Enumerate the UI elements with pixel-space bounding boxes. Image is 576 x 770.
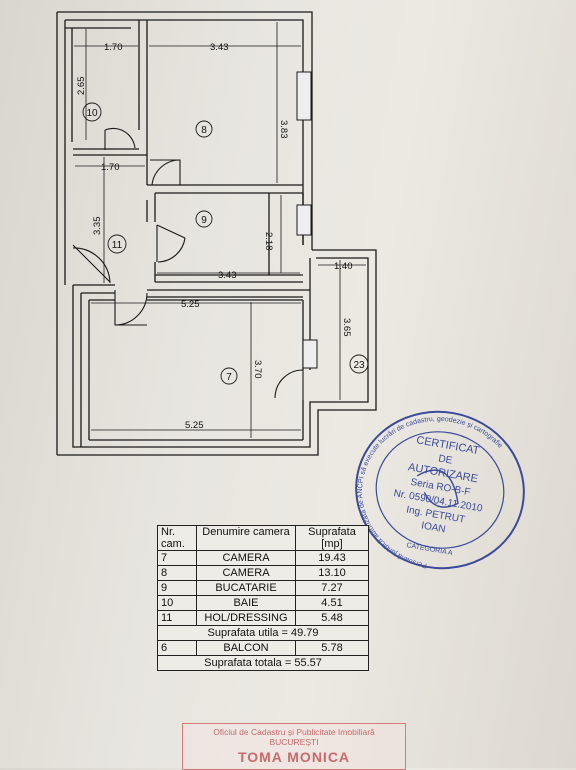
dimension-lines — [74, 22, 366, 438]
useful-area-row: Suprafata utila = 49.79 — [157, 625, 369, 641]
cell-name: CAMERA — [196, 550, 296, 566]
dim-label: 3.35 — [92, 217, 103, 236]
windows — [296, 71, 318, 369]
header-area: Suprafata [mp] — [295, 525, 369, 551]
cell-name: BALCON — [196, 640, 296, 656]
cell-name: HOL/DRESSING — [196, 610, 296, 626]
header-nr: Nr. cam. — [157, 525, 197, 551]
cell-area: 5.78 — [295, 640, 369, 656]
dim-label: 3.70 — [252, 360, 263, 379]
dim-label: 2.18 — [263, 232, 274, 251]
dimension-labels: 1.70 3.43 2.65 3.83 1.70 3.35 2.18 3.43 … — [76, 42, 353, 431]
stamp-category: CATEGORIA A — [406, 542, 453, 557]
cell-nr: 7 — [157, 550, 197, 566]
room-label-11: 11 — [112, 240, 123, 251]
cell-name: CAMERA — [196, 565, 296, 581]
signature-icon — [416, 469, 459, 508]
cell-area: 7.27 — [295, 580, 369, 596]
header-name: Denumire camera — [196, 525, 296, 551]
authorization-stamp: Persoană juridică autorizată de ANCPI să… — [345, 403, 525, 578]
cadastre-stamp-line2: BUCUREȘTI — [269, 737, 319, 747]
table-header: Nr. cam. Denumire camera Suprafata [mp] — [157, 525, 369, 551]
dim-label: 3.43 — [218, 270, 237, 281]
dim-label: 2.65 — [76, 77, 87, 96]
room-label-9: 9 — [201, 215, 207, 226]
cell-nr: 6 — [157, 640, 197, 656]
cadastre-stamp-name: TOMA MONICA — [237, 749, 351, 765]
cadastre-stamp-line1: Oficiul de Cadastru și Publicitate Imobi… — [213, 727, 375, 737]
stamp-line: CERTIFICAT — [415, 434, 480, 457]
table-row: 11 HOL/DRESSING 5.48 — [157, 610, 369, 626]
room-label-7: 7 — [226, 372, 232, 383]
cell-nr: 8 — [157, 565, 197, 581]
dim-label: 5.25 — [181, 299, 200, 310]
dim-label: 1.40 — [334, 261, 353, 272]
walls — [56, 11, 377, 456]
cadastre-stamp: Oficiul de Cadastru și Publicitate Imobi… — [182, 723, 406, 770]
cell-area: 5.48 — [295, 610, 369, 626]
table-row: 7 CAMERA 19.43 — [157, 550, 369, 566]
cell-area: 19.43 — [295, 550, 369, 566]
doors — [72, 127, 304, 400]
dim-label: 1.70 — [101, 162, 120, 173]
useful-area: Suprafata utila = 49.79 — [157, 625, 369, 641]
table-row: 10 BAIE 4.51 — [157, 595, 369, 611]
room-circles — [82, 102, 369, 385]
stamp-line: IOAN — [420, 520, 446, 535]
total-area: Suprafata totala = 55.57 — [157, 655, 369, 671]
room-label-23: 23 — [353, 360, 365, 371]
dim-label: 1.70 — [104, 42, 123, 53]
total-area-row: Suprafata totala = 55.57 — [157, 655, 369, 671]
dim-label: 3.43 — [210, 42, 229, 53]
cell-nr: 11 — [157, 610, 197, 626]
cell-nr: 9 — [157, 580, 197, 596]
dim-label: 5.25 — [185, 420, 204, 431]
cell-name: BAIE — [196, 595, 296, 611]
balcony-row: 6 BALCON 5.78 — [157, 640, 369, 656]
area-table: Nr. cam. Denumire camera Suprafata [mp] … — [157, 525, 369, 671]
dim-label: 3.83 — [278, 120, 289, 139]
table-row: 9 BUCATARIE 7.27 — [157, 580, 369, 596]
cell-area: 4.51 — [295, 595, 369, 611]
cell-area: 13.10 — [295, 565, 369, 581]
stamp-line: DE — [437, 453, 453, 466]
cell-nr: 10 — [157, 595, 197, 611]
table-row: 8 CAMERA 13.10 — [157, 565, 369, 581]
room-label-8: 8 — [201, 125, 207, 136]
dim-label: 3.65 — [341, 318, 352, 337]
cell-name: BUCATARIE — [196, 580, 296, 596]
room-label-10: 10 — [86, 108, 98, 119]
